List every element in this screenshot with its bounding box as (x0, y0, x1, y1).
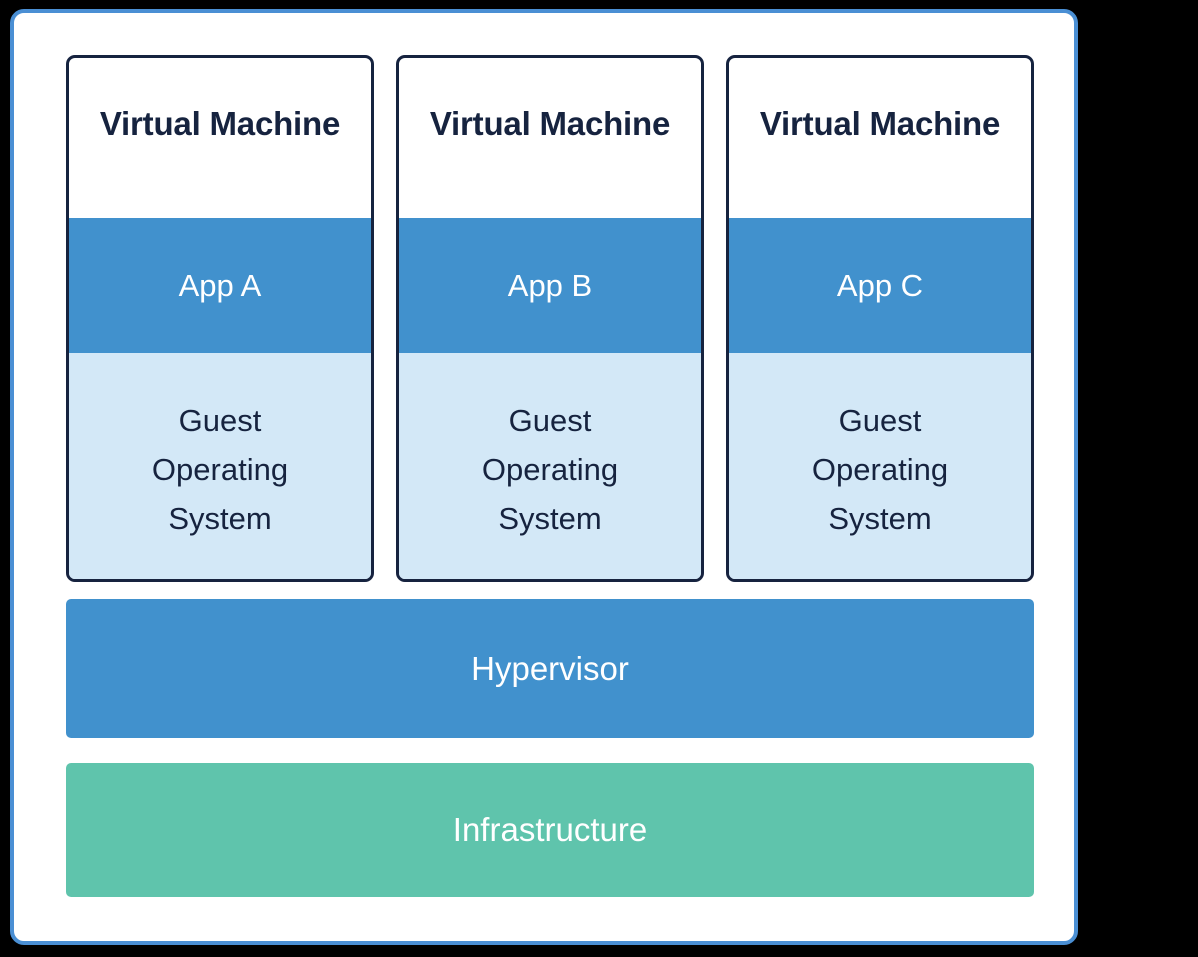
vm-guest-os-band-2[interactable]: Guest Operating System (399, 353, 701, 579)
hypervisor-layer[interactable]: Hypervisor (66, 599, 1034, 738)
virtual-machine-box-3[interactable]: Virtual Machine App C Guest Operating Sy… (726, 55, 1034, 582)
vm-app-band-2[interactable]: App B (399, 218, 701, 353)
vm-guest-os-line-1-1: Guest (178, 403, 262, 438)
virtual-machine-box-2[interactable]: Virtual Machine App B Guest Operating Sy… (396, 55, 704, 582)
vm-app-label-3: App C (836, 267, 924, 303)
vm-guest-os-band-3[interactable]: Guest Operating System (729, 353, 1031, 579)
infrastructure-layer[interactable]: Infrastructure (66, 763, 1034, 897)
vm-guest-os-line-3-2: Operating (811, 452, 949, 487)
vm-guest-os-line-3-1: Guest (838, 403, 922, 438)
diagram-frame: Virtual Machine App A Guest Operating Sy… (10, 9, 1078, 945)
vm-guest-os-line-3-3: System (828, 501, 932, 536)
vm-guest-os-line-1-3: System (168, 501, 272, 536)
vm-guest-os-band-1[interactable]: Guest Operating System (69, 353, 371, 579)
vm-title-3: Virtual Machine (759, 105, 1001, 142)
vm-guest-os-line-2-2: Operating (481, 452, 619, 487)
vm-app-band-3[interactable]: App C (729, 218, 1031, 353)
vm-title-2: Virtual Machine (429, 105, 671, 142)
virtual-machine-row: Virtual Machine App A Guest Operating Sy… (66, 55, 1034, 582)
vm-title-area-1: Virtual Machine (69, 58, 371, 218)
vm-guest-os-line-2-3: System (498, 501, 602, 536)
virtual-machine-box-1[interactable]: Virtual Machine App A Guest Operating Sy… (66, 55, 374, 582)
vm-title-area-2: Virtual Machine (399, 58, 701, 218)
infrastructure-label: Infrastructure (452, 811, 648, 848)
diagram-canvas: Virtual Machine App A Guest Operating Sy… (14, 13, 1074, 941)
vm-app-band-1[interactable]: App A (69, 218, 371, 353)
vm-title-1: Virtual Machine (99, 105, 341, 142)
vm-guest-os-line-1-2: Operating (151, 452, 289, 487)
vm-guest-os-line-2-1: Guest (508, 403, 592, 438)
hypervisor-label: Hypervisor (471, 649, 629, 687)
vm-app-label-2: App B (507, 267, 593, 303)
vm-app-label-1: App A (178, 267, 262, 303)
vm-title-area-3: Virtual Machine (729, 58, 1031, 218)
